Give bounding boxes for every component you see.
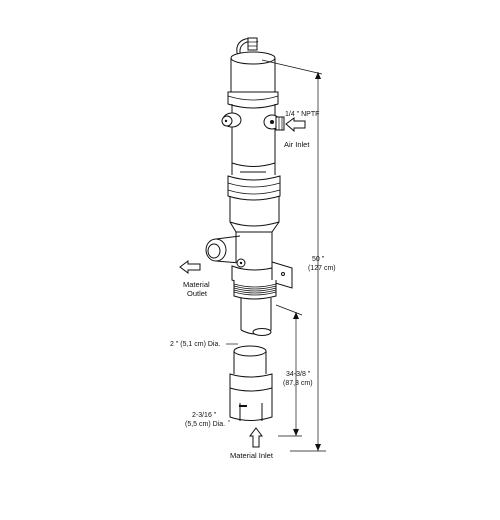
- overall-height-label-line1: 50 ": [312, 256, 325, 263]
- overall-height-label-line2: (127 cm): [308, 265, 336, 272]
- side-knob: [221, 112, 242, 128]
- tube-length-label-line1: 34-3/8 ": [286, 371, 311, 378]
- threaded-section: [233, 280, 277, 300]
- tube-diameter-lower-label-line2: (5,5 cm) Dia.: [185, 421, 225, 428]
- material-outlet-arrow: [179, 260, 201, 274]
- overall-height-dimension: [261, 59, 326, 452]
- mounting-bracket: [271, 261, 293, 289]
- air-inlet-fitting: [263, 114, 285, 131]
- lower-tube: [229, 345, 273, 421]
- air-motor-cap: [230, 37, 276, 97]
- material-inlet-arrow: [249, 427, 263, 448]
- tube-diameter-upper-label: 2 " (5,1 cm) Dia.: [170, 341, 220, 348]
- tube-diameter-lower-label-line1: 2-3/16 ": [192, 412, 217, 419]
- thread-spec-label: 1/4 " NPTF: [285, 111, 319, 118]
- air-inlet-arrow: [285, 117, 306, 133]
- upper-tube: [240, 298, 272, 336]
- diameter-leader-lines: [226, 343, 238, 422]
- outlet-manifold: [205, 232, 281, 285]
- material-inlet-label: Material Inlet: [230, 451, 274, 460]
- air-inlet-label: Air Inlet: [284, 140, 310, 149]
- mid-collar: [227, 163, 281, 233]
- material-outlet-label-line2: Outlet: [187, 289, 208, 298]
- tube-length-label-line2: (87,3 cm): [283, 380, 313, 387]
- air-motor-body: [227, 91, 279, 167]
- material-outlet-label-line1: Material: [183, 280, 210, 289]
- tube-length-dimension: [275, 304, 303, 437]
